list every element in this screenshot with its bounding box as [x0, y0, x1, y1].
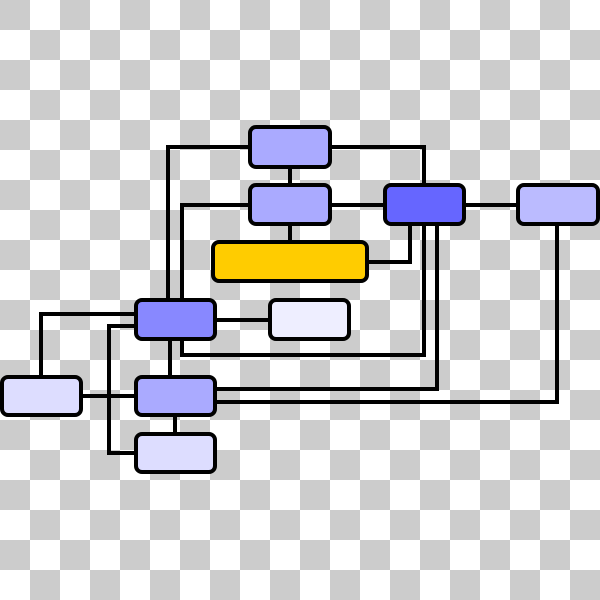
- edge-n4-n9: [215, 224, 559, 404]
- node-n3: [383, 183, 466, 226]
- node-n4: [516, 183, 600, 226]
- node-n6: [134, 298, 217, 341]
- edge-n6-n10: [107, 324, 136, 455]
- node-n7: [268, 298, 351, 341]
- node-n10: [134, 432, 217, 474]
- node-n8: [0, 375, 83, 417]
- edge-n2-n6: [180, 203, 250, 300]
- edges: [39, 145, 559, 455]
- nodes: [0, 125, 600, 474]
- node-n5: [211, 240, 369, 283]
- edge-n6-n8: [39, 312, 136, 377]
- edge-n1-n3: [330, 145, 426, 185]
- edge-n6-n3: [180, 224, 426, 357]
- node-n1: [248, 125, 332, 169]
- edge-n1-n6: [166, 145, 250, 300]
- node-n9: [134, 375, 217, 417]
- node-n2: [248, 183, 332, 226]
- edge-n5-n3: [367, 224, 412, 264]
- edge-n3-n9: [215, 224, 439, 391]
